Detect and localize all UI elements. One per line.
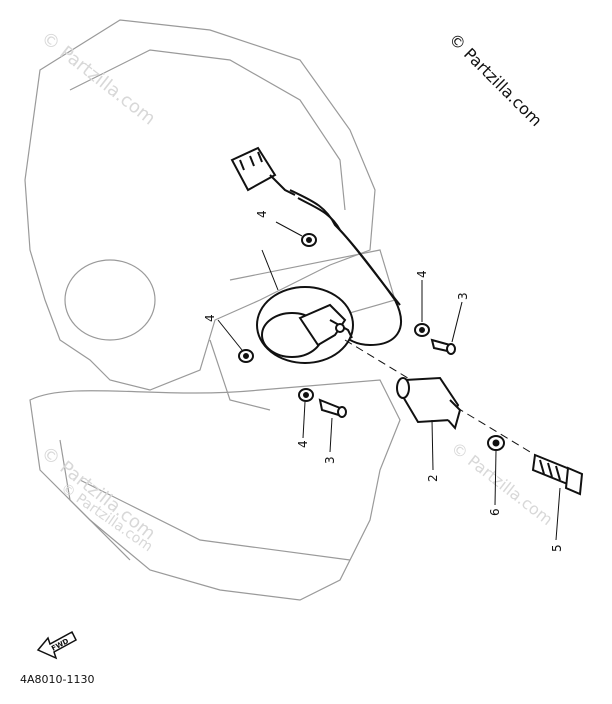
pickup-coil [256,286,354,364]
callout-4-left: 4 [203,314,217,322]
fwd-label: FWD [50,637,70,653]
fwd-arrow-icon: FWD [36,630,77,660]
bolt-part [531,453,584,496]
callout-6: 6 [488,508,502,516]
copyright-text: © Partzilla.com [445,29,546,130]
callout-5: 5 [550,544,564,552]
watermark-3: © Partzilla.com [448,438,557,529]
leader-lines [217,221,561,541]
watermark-1: © Partzilla.com [37,27,159,129]
callouts: 4 4 4 3 4 3 2 6 5 [203,210,564,552]
callout-2: 2 [426,474,440,482]
watermark-2: © Partzilla.com [37,442,159,544]
center-axis [344,339,561,471]
washers [238,233,505,451]
callout-3-lower: 3 [323,456,337,464]
callout-3-right: 3 [456,292,470,300]
screws [318,338,456,418]
callout-4-top: 4 [255,210,269,218]
wire-harness [230,146,402,347]
diagram-code: 4A8010-1130 [20,673,94,686]
callout-4-right: 4 [415,270,429,278]
rotor-part [396,376,462,431]
engine-outline [24,19,401,601]
callout-4-lower: 4 [296,440,310,448]
